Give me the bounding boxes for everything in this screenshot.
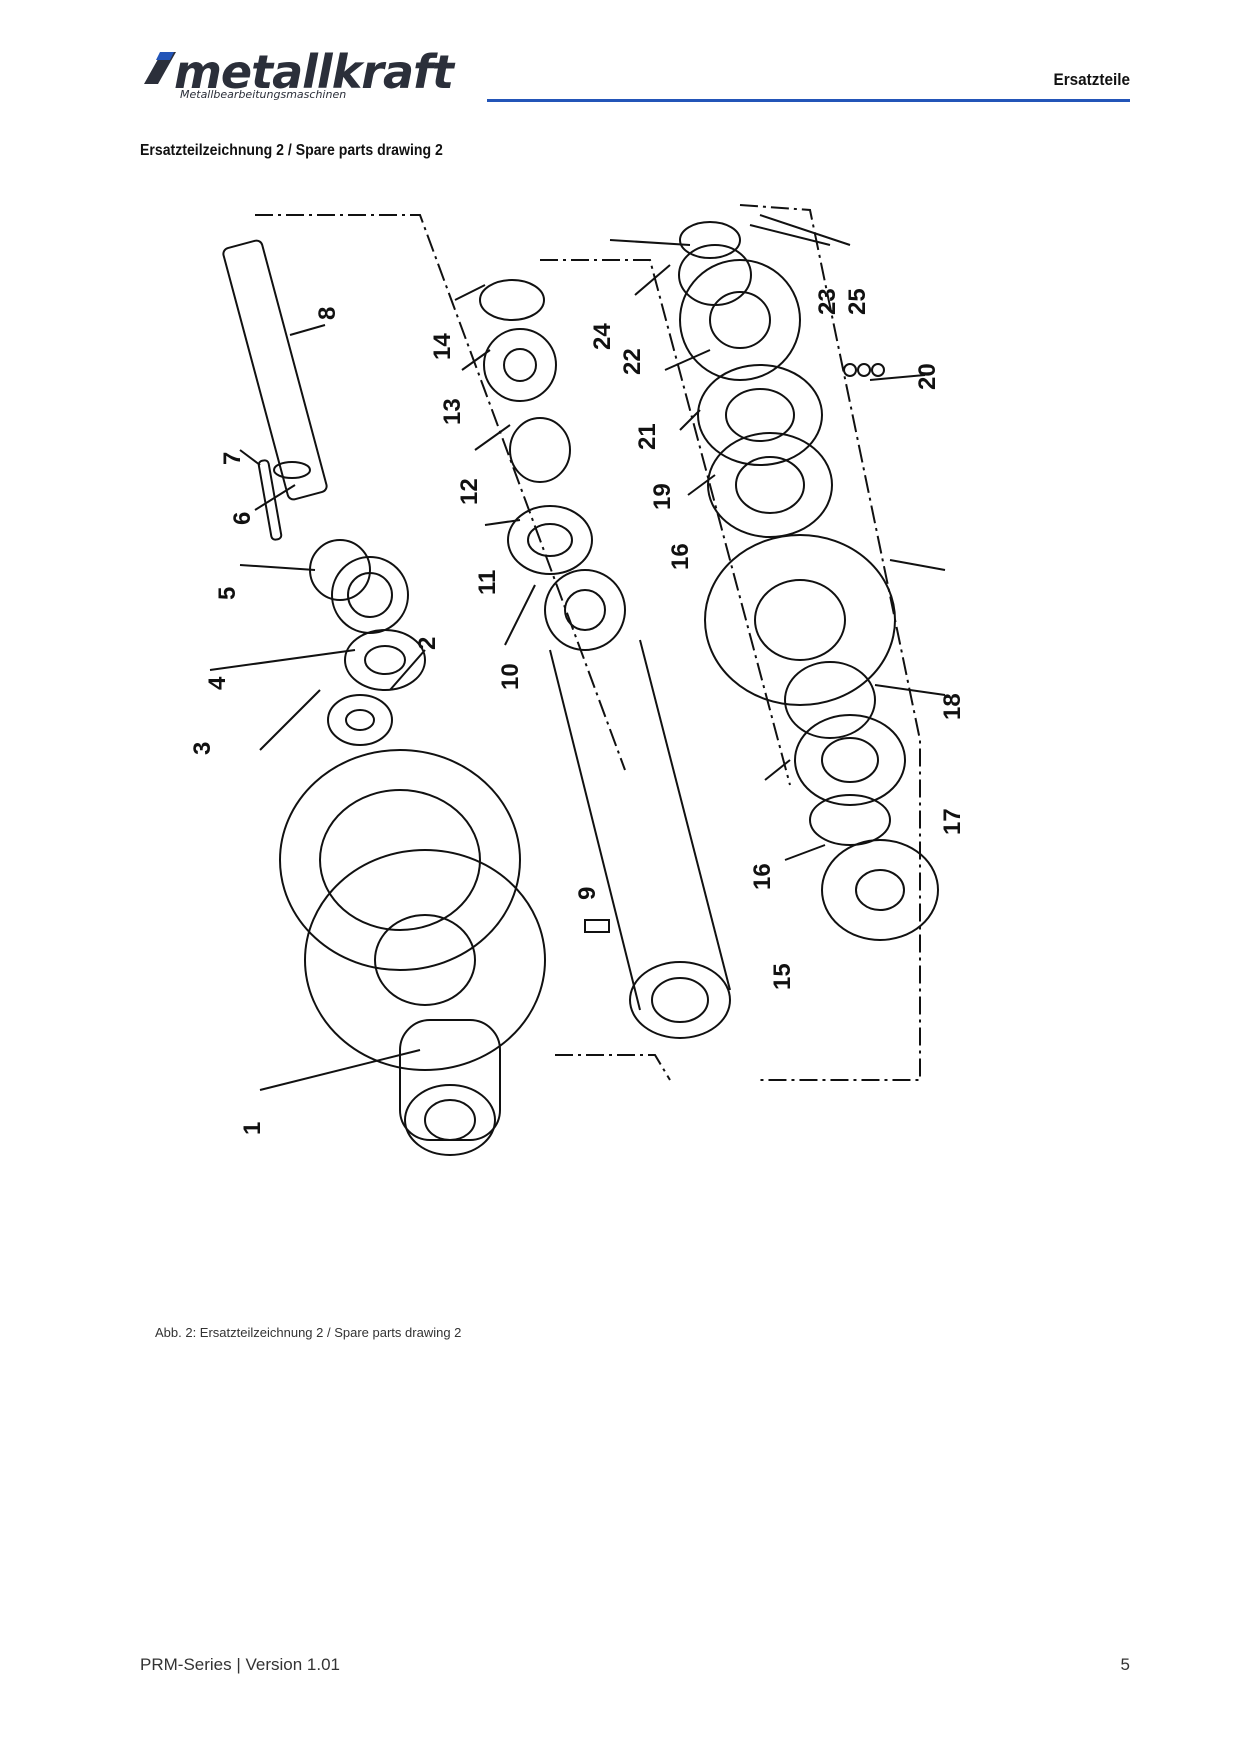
- callout-2: 2: [414, 637, 441, 650]
- callout-3: 3: [189, 742, 216, 755]
- callout-14: 14: [429, 333, 456, 360]
- callout-18: 18: [939, 693, 966, 720]
- header-rule: [487, 99, 1130, 102]
- callout-23: 23: [814, 288, 841, 315]
- page-number: 5: [1120, 1655, 1130, 1674]
- callout-6: 6: [229, 512, 256, 525]
- page-title: Ersatzteilzeichnung 2 / Spare parts draw…: [140, 142, 443, 159]
- callout-12: 12: [456, 478, 483, 505]
- callout-16a: 16: [667, 543, 694, 570]
- callout-7: 7: [219, 452, 246, 465]
- brand-tagline: Metallbearbeitungsmaschinen: [180, 88, 347, 101]
- callout-22: 22: [619, 348, 646, 375]
- company-logo: metallkraft Metallbearbeitungsmaschinen: [140, 46, 465, 106]
- callout-15: 15: [769, 963, 796, 990]
- callout-20: 20: [914, 363, 941, 390]
- callout-21: 21: [634, 423, 661, 450]
- section-title: Ersatzteile: [1053, 70, 1130, 89]
- callout-19: 19: [649, 483, 676, 510]
- callout-11: 11: [474, 570, 501, 595]
- logo-mark-icon: [144, 52, 176, 84]
- figure-caption: Abb. 2: Ersatzteilzeichnung 2 / Spare pa…: [155, 1325, 462, 1340]
- callout-4: 4: [204, 676, 231, 690]
- callout-5: 5: [214, 587, 241, 600]
- callout-16b: 16: [749, 863, 776, 890]
- callout-25: 25: [844, 288, 871, 315]
- callout-9: 9: [574, 887, 601, 900]
- footer-series: PRM-Series | Version 1.01: [140, 1655, 340, 1674]
- callout-13: 13: [439, 398, 466, 425]
- callout-10: 10: [497, 663, 524, 690]
- spare-parts-drawing: 1 2 3 4 5 6 7 8 9 10 11 12 13 14 15 16 1…: [189, 204, 966, 1156]
- callout-24: 24: [589, 323, 616, 350]
- callout-1: 1: [239, 1122, 266, 1135]
- brand-name: metallkraft: [174, 45, 454, 99]
- callout-17: 17: [939, 808, 966, 835]
- callout-8: 8: [314, 307, 341, 320]
